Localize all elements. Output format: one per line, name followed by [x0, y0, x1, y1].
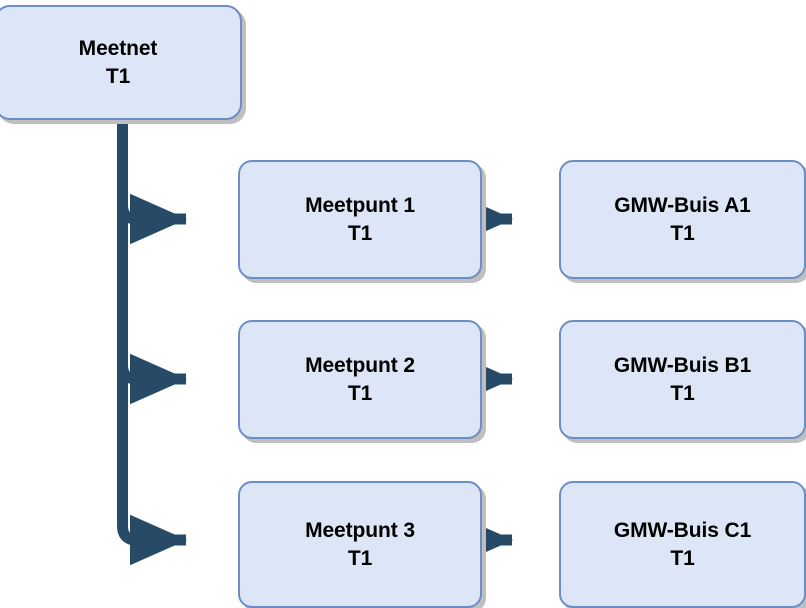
edge-meetnet-mp1: [117, 193, 188, 245]
node-meetpunt-1-title: Meetpunt 1: [305, 194, 415, 218]
node-meetpunt-3[interactable]: Meetpunt 3 T1: [238, 481, 482, 608]
node-meetpunt-2-subtitle: T1: [347, 381, 373, 405]
node-gmw-buis-c1[interactable]: GMW-Buis C1 T1: [559, 481, 806, 608]
node-meetpunt-3-subtitle: T1: [347, 546, 373, 570]
node-meetpunt-3-title: Meetpunt 3: [305, 519, 415, 543]
edge-meetnet-mp3: [117, 118, 188, 566]
node-meetpunt-1-subtitle: T1: [347, 221, 373, 245]
node-meetnet-title: Meetnet: [78, 37, 158, 61]
node-gmw-buis-c1-title: GMW-Buis C1: [613, 519, 752, 543]
node-gmw-buis-c1-subtitle: T1: [670, 546, 695, 570]
node-meetnet-subtitle: T1: [105, 64, 131, 88]
node-gmw-buis-a1-title: GMW-Buis A1: [614, 194, 751, 218]
node-gmw-buis-b1-title: GMW-Buis B1: [613, 354, 752, 378]
node-gmw-buis-a1[interactable]: GMW-Buis A1 T1: [559, 160, 806, 279]
node-gmw-buis-a1-subtitle: T1: [670, 221, 695, 245]
node-gmw-buis-b1[interactable]: GMW-Buis B1 T1: [559, 320, 806, 439]
node-gmw-buis-b1-subtitle: T1: [670, 381, 695, 405]
edge-meetnet-mp2: [117, 353, 188, 405]
node-meetpunt-2-title: Meetpunt 2: [305, 354, 415, 378]
node-meetpunt-2[interactable]: Meetpunt 2 T1: [238, 320, 482, 439]
node-meetnet[interactable]: Meetnet T1: [0, 5, 242, 120]
node-meetpunt-1[interactable]: Meetpunt 1 T1: [238, 160, 482, 279]
